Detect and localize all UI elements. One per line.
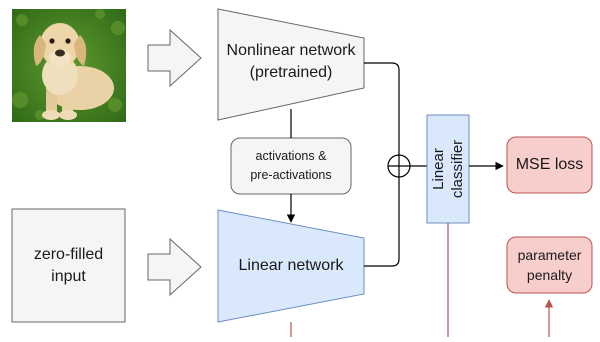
linear-classifier-label: Linear classifier bbox=[427, 115, 469, 223]
zero-filled-input-line1: zero-filled bbox=[33, 245, 104, 263]
linear-network-trapezoid bbox=[217, 209, 365, 323]
zero-filled-input-box bbox=[11, 208, 126, 323]
nonlinear-network-label: Nonlinear network (pretrained) bbox=[218, 36, 364, 88]
block-arrow-icon bbox=[147, 237, 202, 297]
parameter-penalty-line2: penalty bbox=[526, 267, 573, 283]
linear-network-label: Linear network bbox=[238, 257, 344, 274]
parameter-penalty-box bbox=[506, 236, 593, 294]
activations-line2: pre-activations bbox=[250, 168, 332, 182]
activations-line1: activations & bbox=[255, 149, 327, 163]
parameter-penalty-label: parameter penalty bbox=[507, 237, 592, 293]
mse-loss-box bbox=[506, 136, 593, 194]
zero-filled-input-line2: input bbox=[51, 267, 86, 285]
linear-classifier-box bbox=[426, 114, 470, 224]
linear-classifier-line2: classifier bbox=[449, 139, 467, 199]
mse-loss-label: MSE loss bbox=[515, 156, 584, 173]
parameter-penalty-line1: parameter bbox=[517, 247, 582, 263]
block-arrow-icon bbox=[147, 28, 202, 88]
dog-photo-icon bbox=[12, 9, 126, 122]
activations-label: activations & pre-activations bbox=[231, 138, 351, 194]
nonlinear-network-line1: Nonlinear network bbox=[226, 42, 356, 59]
edge-nonlinear-to-sum bbox=[364, 62, 400, 155]
edge-linear-to-sum bbox=[364, 177, 400, 267]
circle-plus-icon bbox=[387, 154, 411, 178]
nonlinear-network-line2: (pretrained) bbox=[249, 64, 333, 81]
zero-filled-input-label: zero-filled input bbox=[12, 209, 125, 322]
nonlinear-network-trapezoid bbox=[217, 8, 365, 121]
linear-classifier-line1: Linear bbox=[430, 148, 448, 190]
